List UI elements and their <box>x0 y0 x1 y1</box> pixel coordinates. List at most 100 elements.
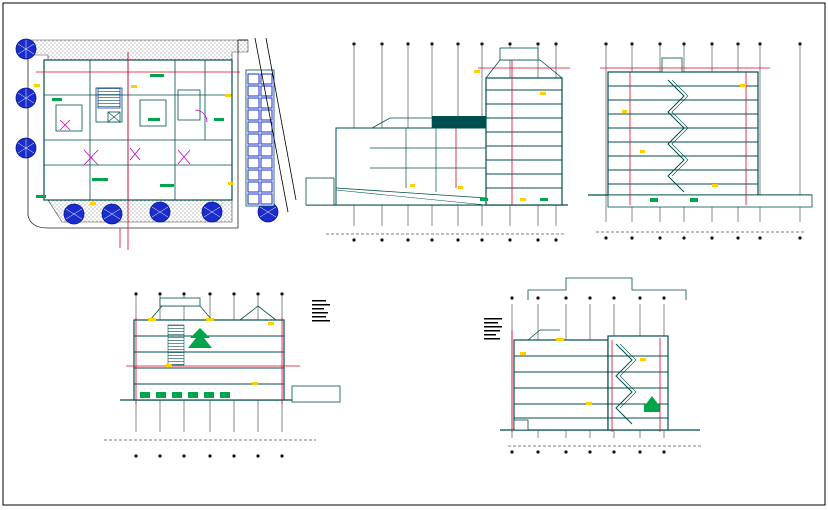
grid-axis-bubble-icon <box>406 42 410 46</box>
section-a-tower <box>485 77 563 206</box>
parking-stall-icon <box>247 109 260 121</box>
ground-floor-plan <box>15 37 297 250</box>
parking-stall-icon <box>260 193 273 205</box>
grid-axis-bubble-icon <box>736 42 740 46</box>
parking-stall-grid <box>247 73 273 205</box>
grid-axis-bubble-icon <box>208 292 212 296</box>
site-road-edges <box>238 37 297 213</box>
grid-axis-bubble-icon <box>480 42 484 46</box>
grid-axis-bubble-icon <box>158 454 162 458</box>
grid-axis-bubble-icon <box>612 296 616 300</box>
grid-axis-bubble-icon <box>510 296 514 300</box>
grid-axis-bubble-icon <box>798 42 802 46</box>
grid-axis-bubble-icon <box>536 450 540 454</box>
section-c-green-fill <box>140 328 230 398</box>
plan-outline <box>43 59 233 201</box>
parking-stall-icon <box>260 133 273 145</box>
grid-axis-bubble-icon <box>682 236 686 240</box>
grid-axis-bubble-icon <box>736 236 740 240</box>
grid-axis-bubble-icon <box>554 238 558 242</box>
grid-axis-bubble-icon <box>134 454 138 458</box>
grid-axis-bubble-icon <box>536 42 540 46</box>
grid-axis-bubble-icon <box>510 450 514 454</box>
grid-axis-bubble-icon <box>430 238 434 242</box>
section-c <box>104 292 341 458</box>
parking-stall-icon <box>247 157 260 169</box>
plan-walls <box>44 60 232 200</box>
stair-icon <box>97 87 121 109</box>
parking-stall-icon <box>260 157 273 169</box>
parking-stall-icon <box>260 145 273 157</box>
tree-canopy-lines <box>17 40 277 220</box>
grid-axis-bubble-icon <box>662 296 666 300</box>
grid-axis-bubble-icon <box>630 42 634 46</box>
grid-axis-bubble-icon <box>658 42 662 46</box>
grid-axis-bubble-icon <box>564 296 568 300</box>
grid-axis-bubble-icon <box>638 450 642 454</box>
grid-axis-bubble-icon <box>352 238 356 242</box>
grid-axis-bubble-icon <box>564 450 568 454</box>
grid-axis-bubble-icon <box>588 296 592 300</box>
parking-stall-icon <box>247 145 260 157</box>
plan-red-lines <box>36 52 240 250</box>
stair-icon <box>615 343 633 425</box>
grid-axis-bubble-icon <box>134 292 138 296</box>
grid-axis-bubble-icon <box>798 236 802 240</box>
plan-door-swings <box>59 109 208 166</box>
grid-axis-bubble-icon <box>710 42 714 46</box>
parking-stall-icon <box>260 85 273 97</box>
grid-axis-bubble-icon <box>682 42 686 46</box>
grid-axis-bubble-icon <box>480 238 484 242</box>
grid-axis-bubble-icon <box>554 42 558 46</box>
plan-yellow-markers <box>34 84 233 205</box>
grid-axis-bubble-icon <box>380 42 384 46</box>
grid-axis-bubble-icon <box>208 454 212 458</box>
section-b-floor-slabs <box>608 85 758 185</box>
grid-axis-bubble-icon <box>536 296 540 300</box>
grid-axis-bubble-icon <box>508 238 512 242</box>
parking-stall-icon <box>260 121 273 133</box>
grid-axis-bubble-icon <box>256 292 260 296</box>
parking-stall-icon <box>247 73 260 85</box>
grid-axis-bubble-icon <box>380 238 384 242</box>
parking-stall-icon <box>260 169 273 181</box>
grid-axis-bubble-icon <box>352 42 356 46</box>
grid-axis-bubble-icon <box>456 42 460 46</box>
section-a-floor-slabs <box>486 89 562 189</box>
grid-axis-bubble-icon <box>638 296 642 300</box>
parking-stall-icon <box>247 121 260 133</box>
parking-stall-icon <box>247 85 260 97</box>
grid-axis-bubble-icon <box>710 236 714 240</box>
parking-stall-icon <box>247 97 260 109</box>
grid-axis-bubble-icon <box>182 454 186 458</box>
grid-axis-bubble-icon <box>758 236 762 240</box>
grid-axis-bubble-icon <box>232 292 236 296</box>
grid-axis-bubble-icon <box>508 42 512 46</box>
section-b <box>588 42 813 240</box>
grid-axis-bubble-icon <box>280 454 284 458</box>
grid-axis-bubble-icon <box>406 238 410 242</box>
grid-axis-bubble-icon <box>430 42 434 46</box>
plan-room-tags <box>36 74 224 198</box>
section-d <box>484 277 702 454</box>
grid-axis-bubble-icon <box>588 450 592 454</box>
grid-axis-bubble-icon <box>256 454 260 458</box>
grid-axis-bubble-icon <box>232 454 236 458</box>
stair-icon <box>667 79 685 193</box>
grid-axis-bubble-icon <box>536 238 540 242</box>
grid-axis-bubble-icon <box>604 236 608 240</box>
grid-axis-bubble-icon <box>612 450 616 454</box>
grid-axis-bubble-icon <box>630 236 634 240</box>
parking-stall-icon <box>247 181 260 193</box>
parking-stall-icon <box>260 181 273 193</box>
grid-axis-bubble-icon <box>158 292 162 296</box>
parking-stall-icon <box>247 193 260 205</box>
grid-axis-bubble-icon <box>182 292 186 296</box>
parking-stall-icon <box>247 169 260 181</box>
grid-axis-bubble-icon <box>604 42 608 46</box>
section-c-floor-slabs <box>134 335 284 385</box>
section-a <box>305 42 570 242</box>
grid-axis-bubble-icon <box>280 292 284 296</box>
